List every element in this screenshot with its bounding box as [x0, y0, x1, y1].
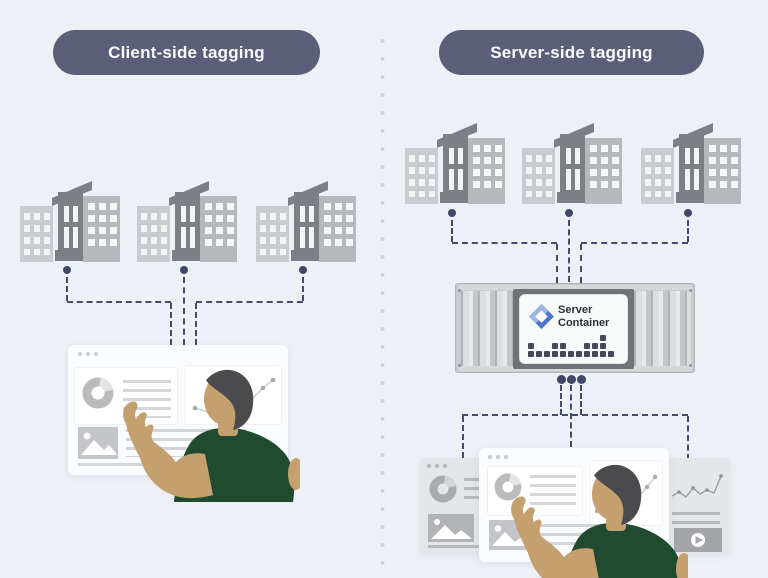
server-container: Server Container — [455, 283, 695, 373]
container-blocks — [528, 335, 614, 357]
server-container-label: Server Container — [558, 304, 610, 329]
container-center-panel: Server Container — [513, 289, 634, 369]
connection-pin — [684, 209, 692, 217]
dash-segment — [556, 244, 558, 283]
dashboard-card — [487, 466, 583, 516]
client-side-header-pill: Client-side tagging — [53, 30, 320, 75]
building-cluster-icon — [641, 118, 741, 208]
dash-segment — [451, 220, 453, 242]
person-figure — [498, 457, 688, 578]
gtm-diamond-logo — [529, 304, 554, 329]
dash-segment — [195, 303, 197, 345]
connection-pin — [565, 209, 573, 217]
dash-segment — [196, 301, 303, 303]
person-figure — [110, 362, 300, 510]
connection-pin — [567, 375, 576, 384]
server-container-card: Server Container — [519, 294, 628, 364]
dash-segment — [560, 385, 562, 415]
dash-segment — [580, 244, 582, 283]
dash-segment — [66, 277, 68, 301]
donut-chart-icon — [429, 475, 457, 503]
building-cluster-icon — [20, 176, 120, 266]
dash-segment — [452, 242, 557, 244]
dash-segment — [568, 220, 570, 282]
connection-pin — [577, 375, 586, 384]
window-traffic-dots-icon — [488, 455, 508, 459]
image-placeholder-icon — [428, 514, 474, 542]
browser-window — [666, 458, 730, 555]
play-button-icon — [674, 528, 722, 552]
container-corrugation — [634, 291, 691, 366]
connection-pin — [180, 266, 188, 274]
donut-chart-icon — [82, 377, 114, 409]
building-cluster-icon — [405, 118, 505, 208]
building-cluster-icon — [522, 118, 622, 208]
dash-segment — [302, 277, 304, 301]
dash-segment — [462, 416, 464, 458]
building-cluster-icon — [137, 176, 237, 266]
container-rail — [458, 285, 692, 290]
building-cluster-icon — [256, 176, 356, 266]
client-side-title: Client-side tagging — [108, 42, 265, 62]
text-lines — [428, 545, 498, 552]
window-traffic-dots-icon — [427, 464, 447, 468]
server-side-header-pill: Server-side tagging — [439, 30, 704, 75]
connection-pin — [448, 209, 456, 217]
text-lines — [530, 475, 576, 509]
dash-segment — [580, 385, 582, 415]
dash-segment — [687, 220, 689, 242]
dash-segment — [581, 242, 688, 244]
window-traffic-dots-icon — [78, 352, 98, 356]
container-corrugation — [461, 291, 513, 366]
dotted-divider — [380, 32, 385, 578]
dash-segment — [170, 303, 172, 345]
donut-chart-icon — [494, 473, 522, 501]
dash-segment — [570, 385, 572, 447]
dash-segment — [183, 277, 185, 345]
dash-segment — [462, 414, 688, 416]
connection-pin — [63, 266, 71, 274]
dash-segment — [687, 416, 689, 460]
image-placeholder-icon — [78, 427, 118, 459]
dash-segment — [67, 301, 171, 303]
line-chart-icon — [671, 474, 723, 498]
connection-pin — [557, 375, 566, 384]
connection-pin — [299, 266, 307, 274]
server-side-title: Server-side tagging — [490, 42, 653, 62]
text-lines — [672, 512, 720, 525]
